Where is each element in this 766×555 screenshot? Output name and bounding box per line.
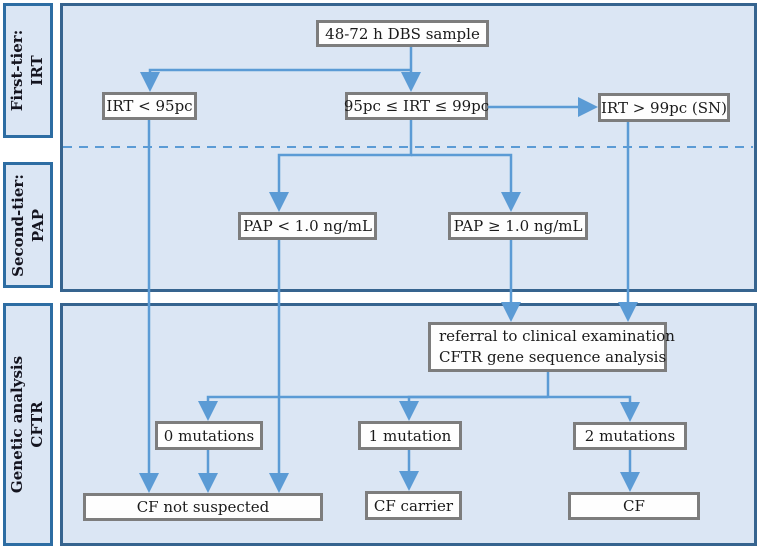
node-pap-above-1: PAP ≥ 1.0 ng/mL xyxy=(448,212,588,240)
tier-first-line1: First-tier: xyxy=(8,29,27,112)
tier-first-line2: IRT xyxy=(28,55,46,86)
tier-second-line2: PAP xyxy=(28,208,46,242)
tier-label-first-irt: First-tier: IRT xyxy=(3,3,53,138)
node-1-mutation: 1 mutation xyxy=(358,421,462,450)
referral-line1: referral to clinical examination xyxy=(439,326,675,345)
tier-genetic-line2: CFTR xyxy=(28,401,47,448)
tier-genetic-line1: Genetic analysis xyxy=(8,355,27,494)
node-referral-cftr-analysis: referral to clinical examination CFTR ge… xyxy=(428,322,675,372)
node-cf-carrier: CF carrier xyxy=(365,491,462,520)
node-cf-not-suspected: CF not suspected xyxy=(83,493,323,521)
node-irt-above-99pc-sn: IRT > 99pc (SN) xyxy=(598,93,730,122)
tier-label-second-pap: Second-tier: PAP xyxy=(3,162,53,288)
node-pap-below-1: PAP < 1.0 ng/mL xyxy=(238,212,377,240)
tier-second-line1: Second-tier: xyxy=(8,173,27,277)
tier-label-genetic-cftr: Genetic analysis CFTR xyxy=(3,303,53,546)
node-irt-95-99pc: 95pc ≤ IRT ≤ 99pc xyxy=(344,92,489,120)
node-dbs-sample: 48-72 h DBS sample xyxy=(316,20,489,47)
node-irt-below-95pc: IRT < 95pc xyxy=(102,92,197,120)
node-2-mutations: 2 mutations xyxy=(573,422,687,450)
node-cf: CF xyxy=(568,492,700,520)
referral-line2: CFTR gene sequence analysis xyxy=(439,348,667,366)
node-0-mutations: 0 mutations xyxy=(155,421,263,450)
